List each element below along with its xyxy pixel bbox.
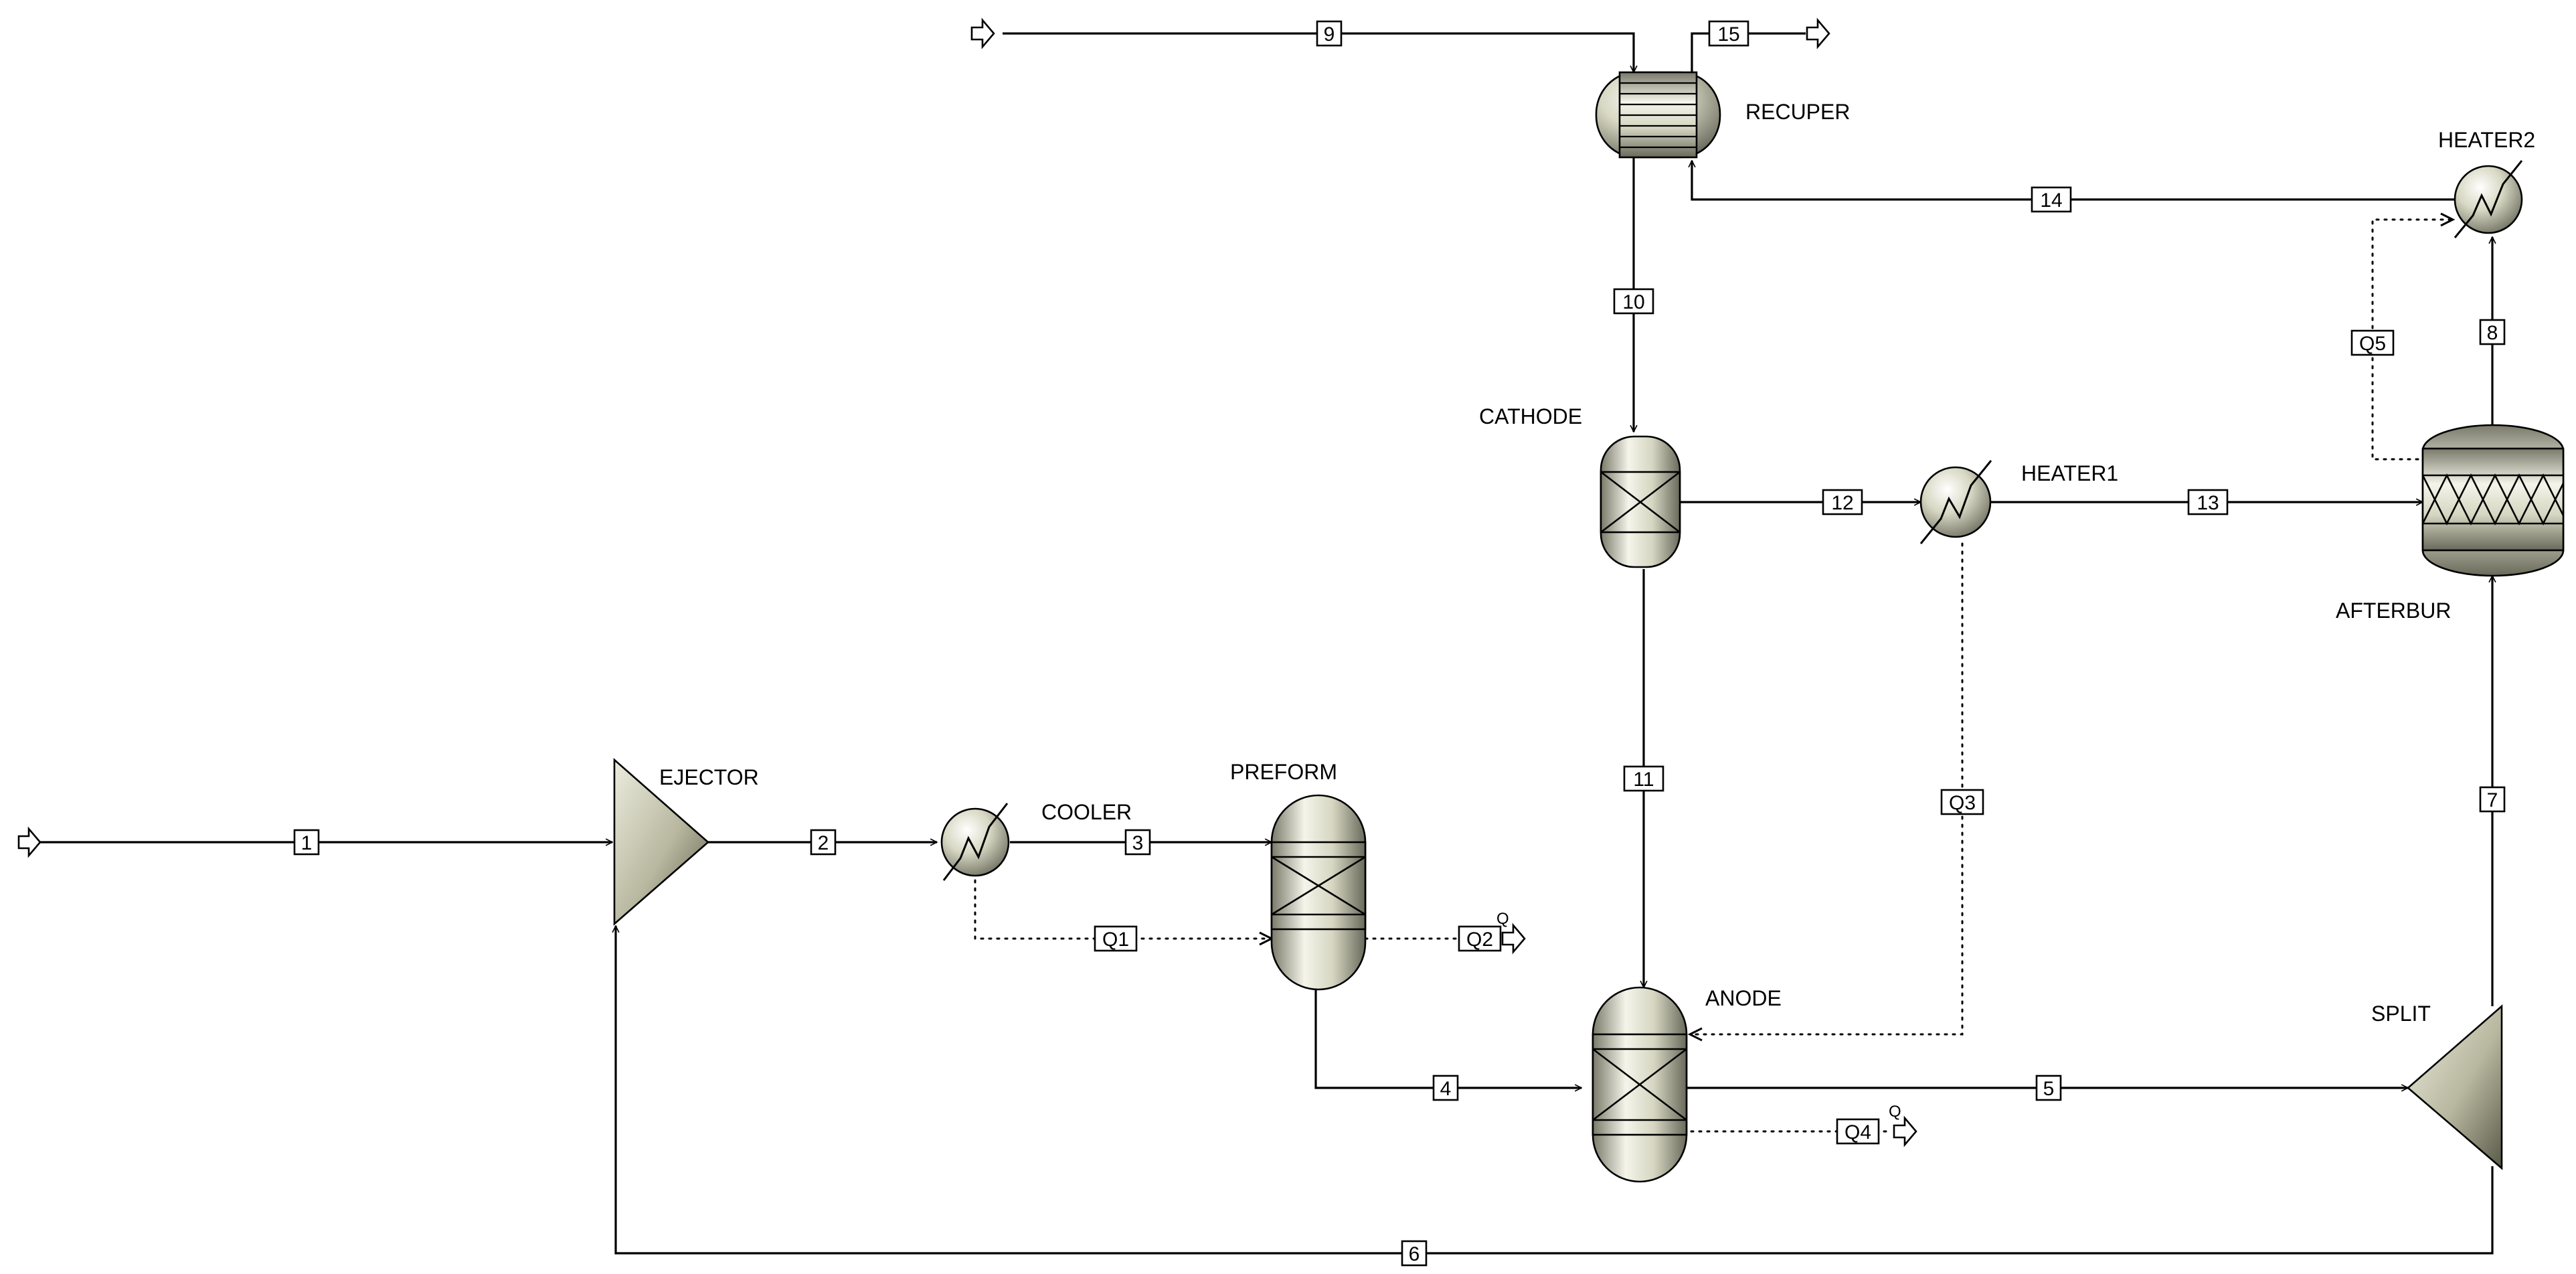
heat-stream-q5-tag[interactable]: Q5 bbox=[2350, 329, 2395, 356]
heat-exchanger-icon bbox=[940, 807, 1010, 877]
afterbur-block[interactable]: AFTERBUR bbox=[2336, 424, 2565, 623]
svg-text:Q5: Q5 bbox=[2359, 333, 2386, 355]
svg-text:14: 14 bbox=[2040, 189, 2062, 212]
cooler-block[interactable]: COOLER bbox=[940, 800, 1132, 881]
heat-stream-q3-line[interactable] bbox=[1689, 542, 1964, 1036]
heat-stream-labels: Q1 Q2 Q3 Q4 Q5 bbox=[1094, 329, 2395, 1145]
feed-9-arrow-icon[interactable] bbox=[970, 17, 995, 50]
heat-q2-outlet-marker: Q bbox=[1496, 910, 1509, 928]
stream-2-tag[interactable]: 2 bbox=[810, 829, 837, 856]
svg-text:12: 12 bbox=[1831, 492, 1853, 514]
stream-13-tag[interactable]: 13 bbox=[2187, 489, 2229, 515]
heater1-block[interactable]: HEATER1 bbox=[1919, 460, 2118, 544]
heat-stream-q3-arrowhead bbox=[1687, 1027, 1703, 1042]
feed-1-arrow-icon[interactable] bbox=[17, 826, 41, 858]
ejector-block[interactable]: EJECTOR bbox=[613, 758, 759, 926]
heat-exchanger-icon bbox=[1919, 466, 1992, 538]
split-label: SPLIT bbox=[2371, 1002, 2431, 1026]
cathode-label: CATHODE bbox=[1479, 404, 1582, 428]
svg-text:2: 2 bbox=[818, 832, 829, 854]
heater-zigzag-icon bbox=[2454, 160, 2523, 238]
stream-9-tag[interactable]: 9 bbox=[1316, 20, 1343, 47]
svg-text:13: 13 bbox=[2197, 492, 2219, 514]
split-block[interactable]: SPLIT bbox=[2371, 1002, 2503, 1170]
stream-14-tag[interactable]: 14 bbox=[2031, 186, 2072, 213]
stream-15-line[interactable] bbox=[1691, 32, 1806, 72]
heat-q4-outlet-arrow-icon[interactable] bbox=[1893, 1115, 1917, 1147]
svg-text:Q4: Q4 bbox=[1844, 1121, 1871, 1143]
stream-lines bbox=[39, 32, 2494, 1255]
anode-label: ANODE bbox=[1705, 986, 1782, 1010]
stream-3-tag[interactable]: 3 bbox=[1124, 829, 1151, 856]
reactor-bed-icon bbox=[2421, 447, 2565, 552]
stream-10-tag[interactable]: 10 bbox=[1613, 288, 1654, 315]
heat-q2-outlet-arrow-icon[interactable] bbox=[1501, 923, 1526, 955]
svg-text:1: 1 bbox=[301, 832, 313, 854]
heat-exchanger-icon bbox=[2454, 165, 2523, 234]
stream-14-line[interactable] bbox=[1692, 161, 2456, 201]
ejector-label: EJECTOR bbox=[659, 765, 759, 789]
cooler-label: COOLER bbox=[1041, 800, 1132, 824]
stream-6-line[interactable] bbox=[616, 926, 2494, 1255]
stream-8-tag[interactable]: 8 bbox=[2479, 319, 2506, 345]
feed-product-arrows: Q Q bbox=[17, 17, 1917, 1147]
svg-text:11: 11 bbox=[1633, 769, 1654, 791]
svg-text:10: 10 bbox=[1622, 291, 1644, 313]
product-15-arrow-icon[interactable] bbox=[1806, 17, 1830, 50]
svg-text:4: 4 bbox=[1440, 1078, 1452, 1100]
svg-text:Q1: Q1 bbox=[1102, 929, 1129, 951]
preform-label: PREFORM bbox=[1230, 760, 1337, 784]
heat-stream-q3-tag[interactable]: Q3 bbox=[1940, 789, 1984, 815]
cathode-block[interactable]: CATHODE bbox=[1479, 404, 1681, 568]
stream-5-tag[interactable]: 5 bbox=[2035, 1074, 2062, 1101]
anode-block[interactable]: ANODE bbox=[1592, 986, 1782, 1183]
stream-id-labels: 1 2 3 4 5 6 7 8 9 10 11 12 13 14 15 bbox=[293, 20, 2506, 1267]
svg-text:15: 15 bbox=[1717, 23, 1739, 46]
recuper-label: RECUPER bbox=[1745, 100, 1850, 124]
svg-text:3: 3 bbox=[1132, 832, 1144, 854]
stream-4-line[interactable] bbox=[1314, 989, 1581, 1088]
stream-11-tag[interactable]: 11 bbox=[1623, 765, 1664, 792]
heater-zigzag-icon bbox=[1919, 460, 1992, 544]
svg-text:7: 7 bbox=[2487, 789, 2498, 811]
svg-text:9: 9 bbox=[1324, 23, 1335, 46]
svg-text:Q2: Q2 bbox=[1466, 929, 1493, 951]
mixer-triangle-icon bbox=[613, 758, 709, 926]
stream-15-tag[interactable]: 15 bbox=[1708, 20, 1749, 47]
stream-4-tag[interactable]: 4 bbox=[1432, 1074, 1459, 1101]
recuper-block[interactable]: RECUPER bbox=[1595, 71, 1850, 159]
splitter-triangle-icon bbox=[2407, 1004, 2503, 1170]
svg-text:Q3: Q3 bbox=[1949, 792, 1976, 814]
preform-block[interactable]: PREFORM bbox=[1230, 760, 1367, 991]
heater2-label: HEATER2 bbox=[2438, 128, 2535, 152]
heater1-label: HEATER1 bbox=[2021, 461, 2118, 485]
heat-stream-q5-line[interactable] bbox=[2371, 218, 2454, 461]
stream-12-tag[interactable]: 12 bbox=[1822, 489, 1863, 515]
heater-zigzag-icon bbox=[942, 803, 1009, 881]
stream-9-line[interactable] bbox=[1003, 32, 1634, 72]
heat-stream-q1-tag[interactable]: Q1 bbox=[1094, 925, 1138, 952]
afterbur-label: AFTERBUR bbox=[2336, 599, 2451, 623]
stream-7-tag[interactable]: 7 bbox=[2479, 786, 2506, 813]
stream-6-tag[interactable]: 6 bbox=[1401, 1240, 1428, 1267]
heat-stream-q5-arrowhead bbox=[2440, 212, 2456, 227]
heat-stream-q1-line[interactable] bbox=[974, 879, 1273, 940]
heat-stream-q4-tag[interactable]: Q4 bbox=[1836, 1118, 1880, 1145]
svg-text:8: 8 bbox=[2487, 322, 2498, 344]
svg-text:5: 5 bbox=[2043, 1078, 2055, 1100]
stream-1-tag[interactable]: 1 bbox=[293, 829, 320, 856]
svg-text:6: 6 bbox=[1409, 1243, 1420, 1265]
heater2-block[interactable]: HEATER2 bbox=[2438, 128, 2535, 238]
heat-stream-q2-tag[interactable]: Q2 bbox=[1458, 925, 1502, 952]
heat-q4-outlet-marker: Q bbox=[1889, 1103, 1901, 1121]
